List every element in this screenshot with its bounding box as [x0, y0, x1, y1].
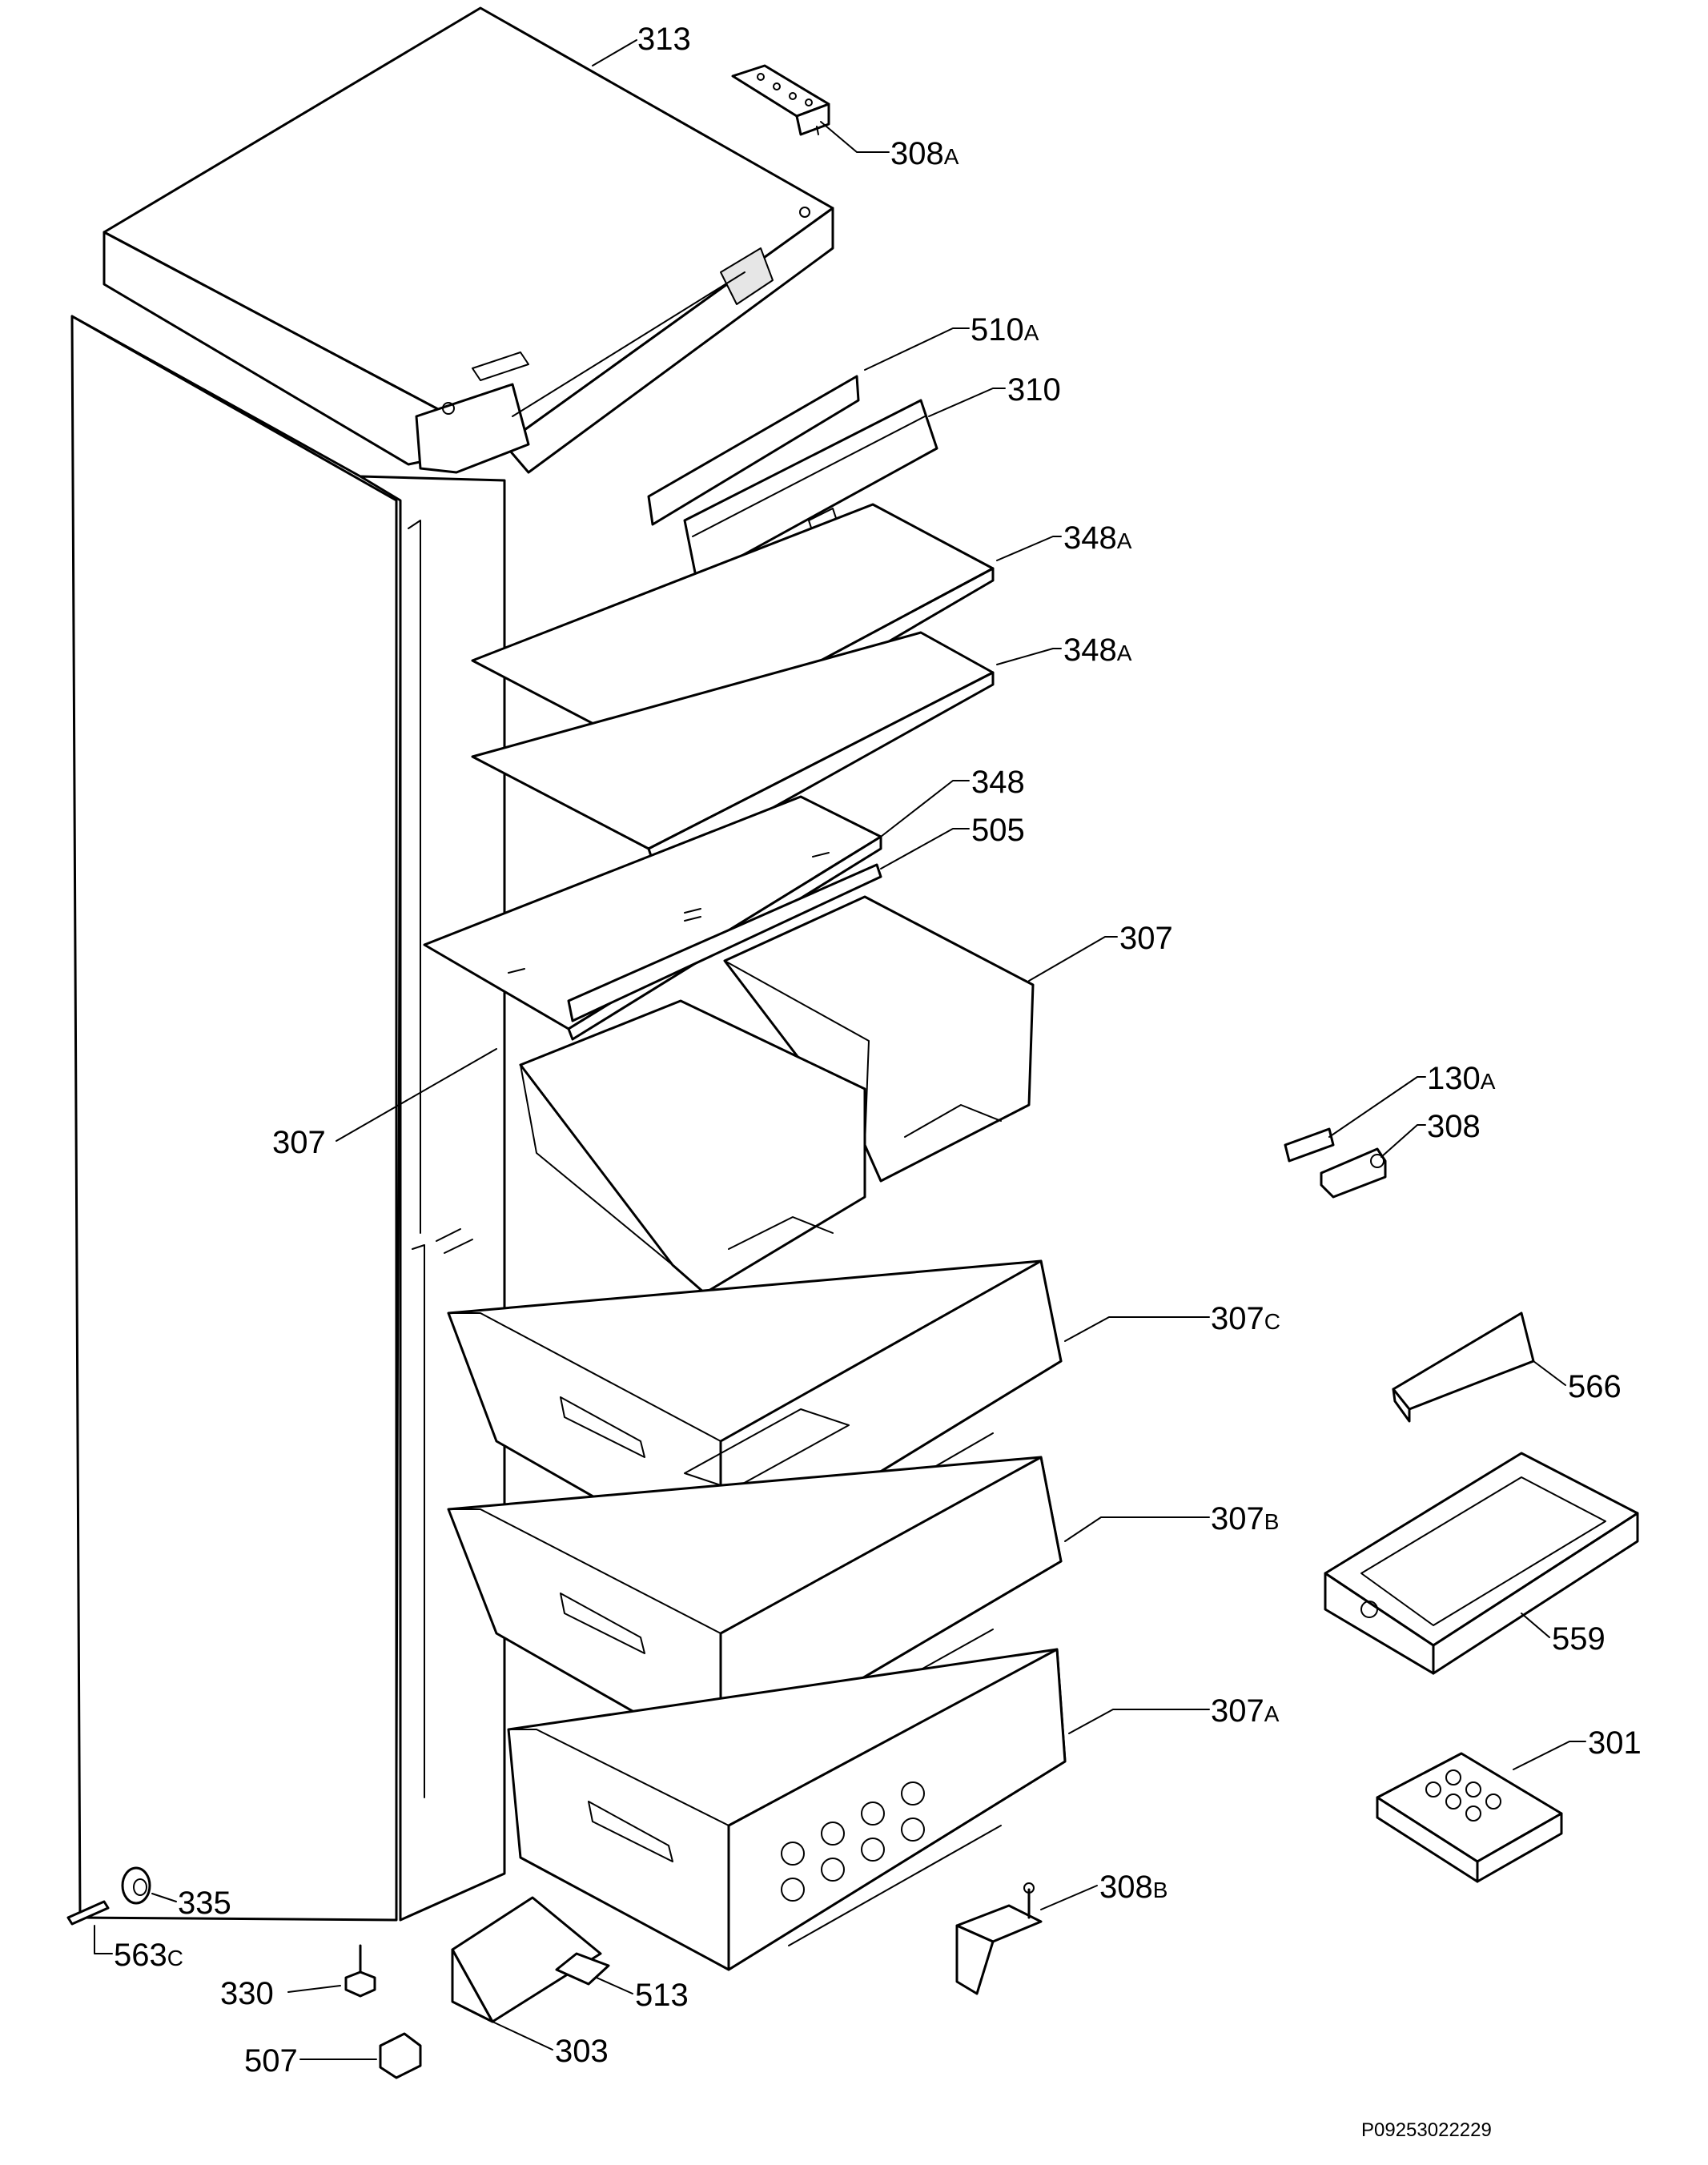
trim-strip-part	[647, 375, 860, 526]
top-cover-part	[102, 6, 834, 474]
label-308b: 308B	[1099, 1870, 1167, 1905]
part-labels: 313 308A 510A 310 348A 348A 348 505 307 …	[114, 22, 1642, 2079]
lower-hinge-part	[955, 1882, 1043, 1995]
label-307-left: 307	[272, 1125, 326, 1160]
label-307c: 307C	[1211, 1301, 1280, 1336]
ice-cube-tray-part	[1376, 1752, 1563, 1883]
pin-part	[66, 1900, 110, 1926]
label-303: 303	[555, 2034, 609, 2069]
label-348a-2: 348A	[1063, 633, 1132, 668]
label-310: 310	[1007, 372, 1061, 408]
foot-screw-part	[344, 1944, 376, 1998]
bumper-part	[121, 1866, 151, 1905]
label-335: 335	[178, 1886, 231, 1921]
base-grille-part	[451, 1896, 602, 2023]
label-348: 348	[971, 765, 1025, 800]
label-301: 301	[1588, 1725, 1642, 1761]
cabinet-body	[70, 315, 506, 1922]
freezer-tray-part	[1324, 1452, 1639, 1675]
label-130a: 130A	[1427, 1061, 1496, 1096]
label-507: 507	[244, 2043, 298, 2079]
label-330: 330	[220, 1976, 274, 2011]
label-307-right: 307	[1119, 921, 1173, 956]
label-563c: 563C	[114, 1938, 183, 1973]
label-308a: 308A	[890, 136, 959, 171]
label-348a-1: 348A	[1063, 520, 1132, 556]
drawing-code: P09253022229	[1361, 2119, 1492, 2141]
leader-lines	[94, 39, 1586, 2060]
label-313: 313	[637, 22, 691, 57]
label-566: 566	[1568, 1369, 1622, 1404]
label-513: 513	[635, 1978, 689, 2013]
top-hinge-part	[731, 64, 830, 136]
freezer-drawer-bottom	[507, 1648, 1067, 1971]
small-plate-part	[555, 1952, 610, 1986]
clip-part	[379, 2032, 422, 2079]
label-505: 505	[971, 813, 1025, 848]
label-510a: 510A	[971, 312, 1039, 347]
label-559: 559	[1552, 1621, 1606, 1657]
hinge-pin-part	[1284, 1127, 1335, 1163]
shelf-front-trim	[567, 863, 882, 1022]
ice-scraper-part	[1392, 1311, 1535, 1423]
middle-hinge-part	[1320, 1147, 1387, 1199]
crisper-drawer-left	[519, 999, 866, 1295]
label-308: 308	[1427, 1109, 1481, 1144]
label-307b: 307B	[1211, 1501, 1279, 1536]
label-307a: 307A	[1211, 1693, 1280, 1729]
